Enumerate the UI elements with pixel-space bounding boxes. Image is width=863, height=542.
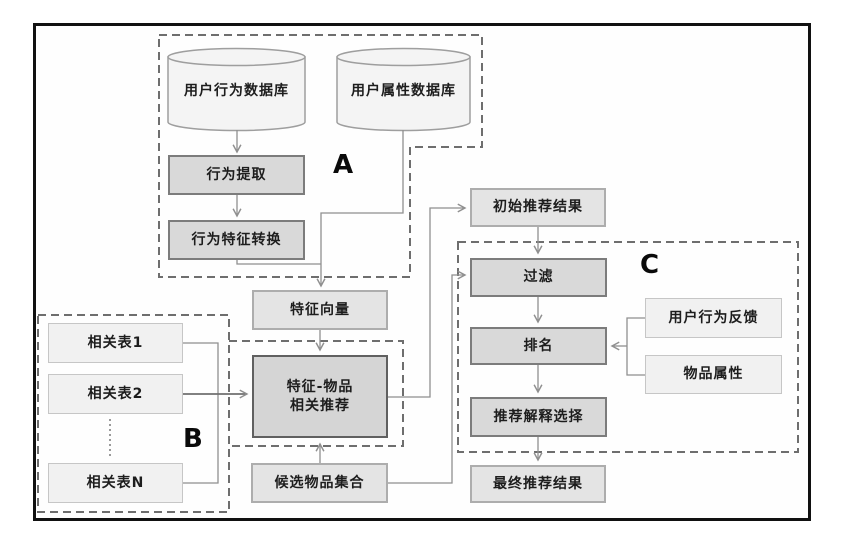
node-rec-explanation-select: 推荐解释选择 (470, 397, 607, 437)
node-behavior-feature-convert: 行为特征转换 (168, 220, 305, 260)
db-behavior-cylinder (167, 47, 306, 132)
node-initial-rec-result: 初始推荐结果 (470, 188, 606, 227)
group-c-label: C (640, 250, 660, 280)
node-final-rec-result: 最终推荐结果 (470, 465, 606, 503)
edge-feedback-collector (626, 317, 645, 376)
group-c-outline (457, 241, 799, 453)
node-candidate-item-set: 候选物品集合 (251, 463, 388, 503)
node-ranking: 排名 (470, 327, 607, 365)
group-b-label: B (183, 424, 203, 454)
db-attribute-cylinder (336, 47, 471, 132)
node-feature-item-rec: 特征-物品 相关推荐 (252, 355, 388, 438)
node-feature-vector: 特征向量 (252, 290, 388, 330)
edge-convert-featurevector (236, 260, 321, 265)
edge-candidates-filter (388, 270, 467, 484)
node-related-table-1: 相关表1 (48, 323, 183, 363)
node-related-table-2: 相关表2 (48, 374, 183, 414)
edge-relatedtables-collector (183, 342, 219, 484)
node-behavior-extract: 行为提取 (168, 155, 305, 195)
group-a-label: A (333, 150, 354, 180)
node-db-behavior: 用户行为数据库 (184, 82, 289, 99)
node-user-behavior-feedback: 用户行为反馈 (645, 298, 782, 338)
edge-featureitem-initialresult (388, 203, 467, 398)
node-related-table-n: 相关表N (48, 463, 183, 503)
edge-dbattribute-featurevector (316, 130, 404, 288)
node-filter: 过滤 (470, 258, 607, 297)
group-a-outline (158, 34, 483, 278)
node-db-attribute: 用户属性数据库 (351, 82, 456, 99)
node-item-attribute: 物品属性 (645, 355, 782, 394)
